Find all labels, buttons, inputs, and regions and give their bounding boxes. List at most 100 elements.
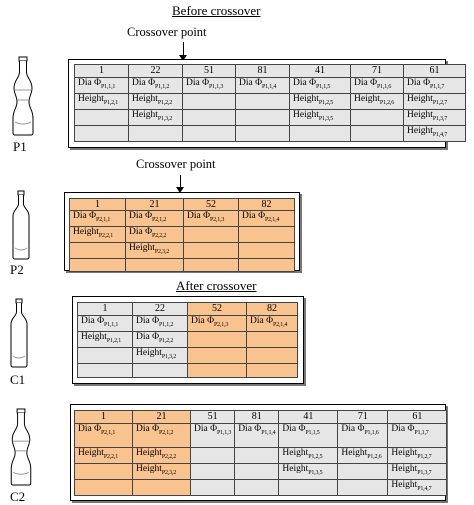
gene-id-cell: 22 (132, 302, 188, 316)
parameter-subscript: P1,2,6 (367, 453, 382, 460)
parameter-cell: Dia ΦP1,1,1 (74, 77, 129, 94)
empty-cell (74, 479, 133, 496)
table-row: HeightP1,4,7 (74, 125, 466, 142)
parameter-subscript: P1,2,6 (379, 99, 394, 106)
parameter-name: Dia Φ (136, 424, 160, 435)
parameter-cell: HeightP2,2,2 (132, 447, 191, 464)
parameter-name: Height (293, 94, 319, 105)
table-row (77, 363, 298, 378)
parameter-name: Dia Φ (239, 78, 263, 89)
parameter-cell: Dia ΦP2,1,3 (187, 315, 247, 332)
gene-id-cell: 1 (69, 198, 126, 211)
parameter-subscript: P1,3,7 (432, 115, 447, 122)
parameter-name: Dia Φ (73, 211, 97, 221)
parameter-name: Height (391, 464, 418, 475)
empty-cell (235, 125, 290, 142)
parameter-cell: HeightP1,3,7 (387, 463, 448, 480)
parameter-subscript: P1,1,7 (414, 429, 429, 436)
empty-cell (189, 479, 236, 496)
parameter-subscript: P1,2,7 (417, 453, 432, 460)
parameter-name: Dia Φ (132, 78, 156, 89)
empty-cell (183, 257, 239, 272)
parameter-name: Height (282, 448, 309, 459)
before-crossover-heading: Before crossover (172, 3, 261, 18)
parameter-subscript: P1,3,7 (417, 469, 432, 476)
parameter-name: Dia Φ (78, 78, 102, 89)
parameter-cell: HeightP1,3,2 (128, 109, 183, 126)
parameter-name: Dia Φ (191, 316, 215, 327)
parameter-subscript: P1,4,7 (417, 485, 432, 492)
parameter-cell: HeightP1,2,6 (337, 447, 389, 464)
parameter-name: Height (407, 94, 433, 105)
coke-bottle-icon-c2 (10, 408, 32, 486)
parameter-subscript: P1,1,3 (217, 429, 232, 436)
parameter-name: Height (129, 242, 155, 253)
parameter-cell: HeightP1,2,1 (74, 93, 129, 110)
empty-cell (74, 125, 129, 142)
parameter-name: Height (73, 226, 99, 237)
empty-cell (182, 125, 236, 142)
parameter-cell: HeightP2,2,1 (74, 447, 133, 464)
parameter-name: Dia Φ (407, 78, 431, 89)
gene-id-cell: 82 (246, 302, 298, 316)
empty-cell (77, 347, 133, 364)
parameter-cell: Dia ΦP1,1,7 (387, 423, 448, 448)
empty-cell (238, 257, 295, 272)
parameter-subscript: P1,1,7 (430, 83, 445, 90)
empty-cell (234, 463, 280, 480)
parameter-subscript: P2,1,1 (96, 216, 111, 223)
c1-label: C1 (10, 372, 26, 387)
gene-id-cell: 81 (235, 64, 290, 78)
gene-id-cell: 41 (278, 410, 339, 424)
parameter-subscript: P1,1,5 (305, 429, 320, 436)
parameter-cell: HeightP1,2,7 (387, 447, 448, 464)
parameter-subscript: P1,3,2 (161, 353, 176, 360)
gene-id-cell: 51 (189, 410, 236, 424)
table-row (69, 257, 295, 272)
parameter-name: Dia Φ (354, 78, 378, 89)
empty-cell (238, 225, 295, 243)
parameter-name: Dia Φ (341, 424, 365, 435)
parameter-cell: Dia ΦP2,1,1 (74, 423, 133, 448)
parameter-name: Height (136, 348, 162, 359)
parameter-cell: Dia ΦP2,1,3 (183, 210, 239, 227)
gene-id-cell: 21 (125, 198, 184, 211)
parameter-subscript: P1,1,3 (209, 83, 224, 90)
parameter-cell: HeightP1,2,2 (128, 93, 183, 110)
empty-cell (235, 109, 290, 126)
parameter-name: Dia Φ (391, 424, 415, 435)
empty-cell (69, 241, 126, 259)
parameter-subscript: P1,4,7 (432, 131, 447, 138)
parameter-cell: HeightP2,3,2 (125, 241, 184, 259)
parameter-name: Dia Φ (186, 78, 210, 89)
parameter-name: Height (132, 94, 158, 105)
parameter-name: Height (293, 110, 319, 121)
parameter-name: Height (78, 94, 104, 105)
parameter-subscript: P2,1,3 (214, 321, 229, 328)
c2-label: C2 (10, 489, 26, 504)
table-row: HeightP1,4,7 (74, 479, 448, 496)
empty-cell (187, 331, 247, 348)
empty-cell (246, 363, 298, 378)
parameter-cell: Dia ΦP1,1,4 (234, 423, 280, 448)
parameter-cell: Dia ΦP2,1,2 (125, 210, 184, 227)
parameter-name: Height (136, 448, 162, 459)
parameter-cell: Dia ΦP2,1,2 (132, 423, 191, 448)
parameter-name: Dia Φ (129, 226, 153, 237)
parameter-cell: Dia ΦP1,2,2 (132, 331, 188, 348)
gene-id-cell: 71 (350, 64, 404, 78)
parameter-subscript: P2,3,2 (161, 469, 176, 476)
coke-bottle-icon (12, 56, 34, 136)
empty-cell (74, 463, 133, 480)
parameter-name: Dia Φ (129, 211, 153, 221)
gene-id-cell: 81 (234, 410, 280, 424)
parameter-cell: Dia ΦP2,2,2 (125, 225, 184, 243)
parameter-subscript: P1,2,2 (157, 99, 172, 106)
parameter-name: Height (81, 332, 107, 343)
